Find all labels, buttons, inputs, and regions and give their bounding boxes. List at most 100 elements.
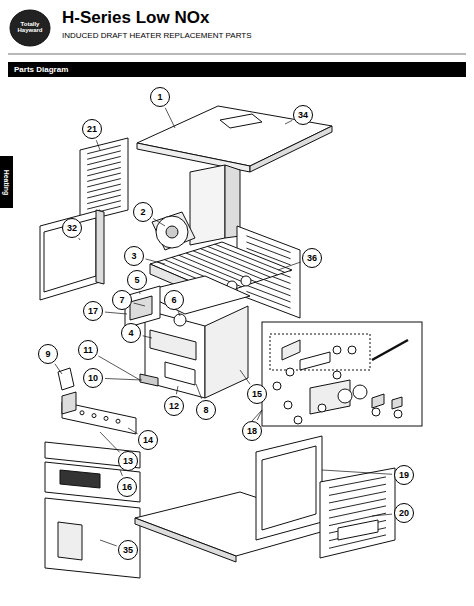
callout-number: 20 [394,503,414,523]
callout-text: 1 [157,92,162,102]
leader-line [165,108,175,128]
manifold [165,362,195,385]
louver-slot [329,499,386,511]
callout-text: 16 [122,482,132,492]
callout-number: 16 [117,477,137,497]
leader-line [105,312,127,314]
callout-text: 13 [123,456,133,466]
side-panel-frame [262,446,316,530]
callout-text: 36 [307,253,317,263]
blower-housing [152,212,195,250]
door-label [58,522,82,560]
callout-number: 3 [124,246,144,266]
callout-number: 5 [127,270,147,290]
base-pan-edge [135,518,236,562]
side-panel [40,210,100,300]
leader-line [196,384,202,399]
callout-number: 11 [78,340,98,360]
callout-text: 6 [171,295,176,305]
section-heading: Parts Diagram [14,65,68,74]
logo-text: Totally Hayward [12,21,48,34]
side-panel-frame [44,218,96,292]
leader-line [139,292,140,294]
leader-line [134,303,145,306]
vent-stack [190,165,225,245]
side-panel [80,138,128,222]
callout-text: 35 [123,545,133,555]
header-port [241,276,251,286]
callout-number: 14 [138,430,158,450]
control-board [130,296,152,320]
callout-number: 1 [150,87,170,107]
header-port [338,389,352,403]
callout-number: 32 [62,218,82,238]
callout-number: 8 [196,400,216,420]
callout-number: 13 [118,451,138,471]
leader-line [146,259,165,264]
callout-number: 19 [394,465,414,485]
small-callout-circle [348,346,356,354]
side-tab: Heating [0,156,13,208]
callout-text: 19 [399,470,409,480]
small-callout-circle [284,401,292,409]
callout-number: 12 [164,396,184,416]
callout-text: 8 [203,405,208,415]
leader-line [100,432,120,452]
leader-line [128,428,138,434]
inset-frame [262,322,422,426]
leader-line [153,218,165,226]
display-window [60,470,100,488]
side-panel-edge [96,210,104,284]
leader-line [120,470,122,476]
callout-number: 10 [83,368,103,388]
leader-line [372,514,392,516]
top-cover-label [220,114,262,128]
leader-line [98,356,140,380]
fitting [392,397,402,409]
small-callout-circle [294,416,302,424]
burner-orifice [116,419,120,423]
handle-cutout [338,520,378,540]
leader-line [278,262,301,270]
tab-label: Heating [3,169,10,195]
callout-number: 17 [83,301,103,321]
callout-number: 21 [82,119,102,139]
leader-line [176,386,178,394]
header-rule [8,54,466,55]
fitting [372,394,384,408]
top-cover [137,106,332,166]
callout-text: 11 [83,345,93,355]
leader-line [240,370,250,384]
louver-slot [329,491,386,503]
leader-line [55,364,62,374]
cabinet-side [205,306,248,398]
top-cover-edge [250,126,332,172]
bracket [282,340,300,360]
access-door [45,498,140,578]
small-callout-circle [372,408,380,416]
section-band: Parts Diagram [8,62,466,77]
callout-text: 14 [143,435,153,445]
callout-number: 4 [121,323,141,343]
exchanger-tube [215,244,285,272]
callout-text: 34 [298,110,308,120]
side-panel [256,436,322,540]
page-title: H-Series Low NOx [62,8,209,28]
blower-hub [166,226,178,238]
callout-text: 12 [169,401,179,411]
callout-text: 3 [131,251,136,261]
louver-slot [329,506,386,518]
small-callout-circle [286,368,294,376]
callout-number: 34 [293,105,313,125]
leader-line [105,378,142,380]
blower-wheel [156,216,188,248]
burner-orifice [80,411,84,415]
callout-text: 18 [247,426,257,436]
callout-text: 17 [88,306,98,316]
logo-badge [10,10,50,46]
exchanger-tube [208,246,278,274]
burner-orifice [92,414,96,418]
leader-line [178,311,180,316]
header-port [353,385,367,399]
manifold-end [62,392,76,414]
